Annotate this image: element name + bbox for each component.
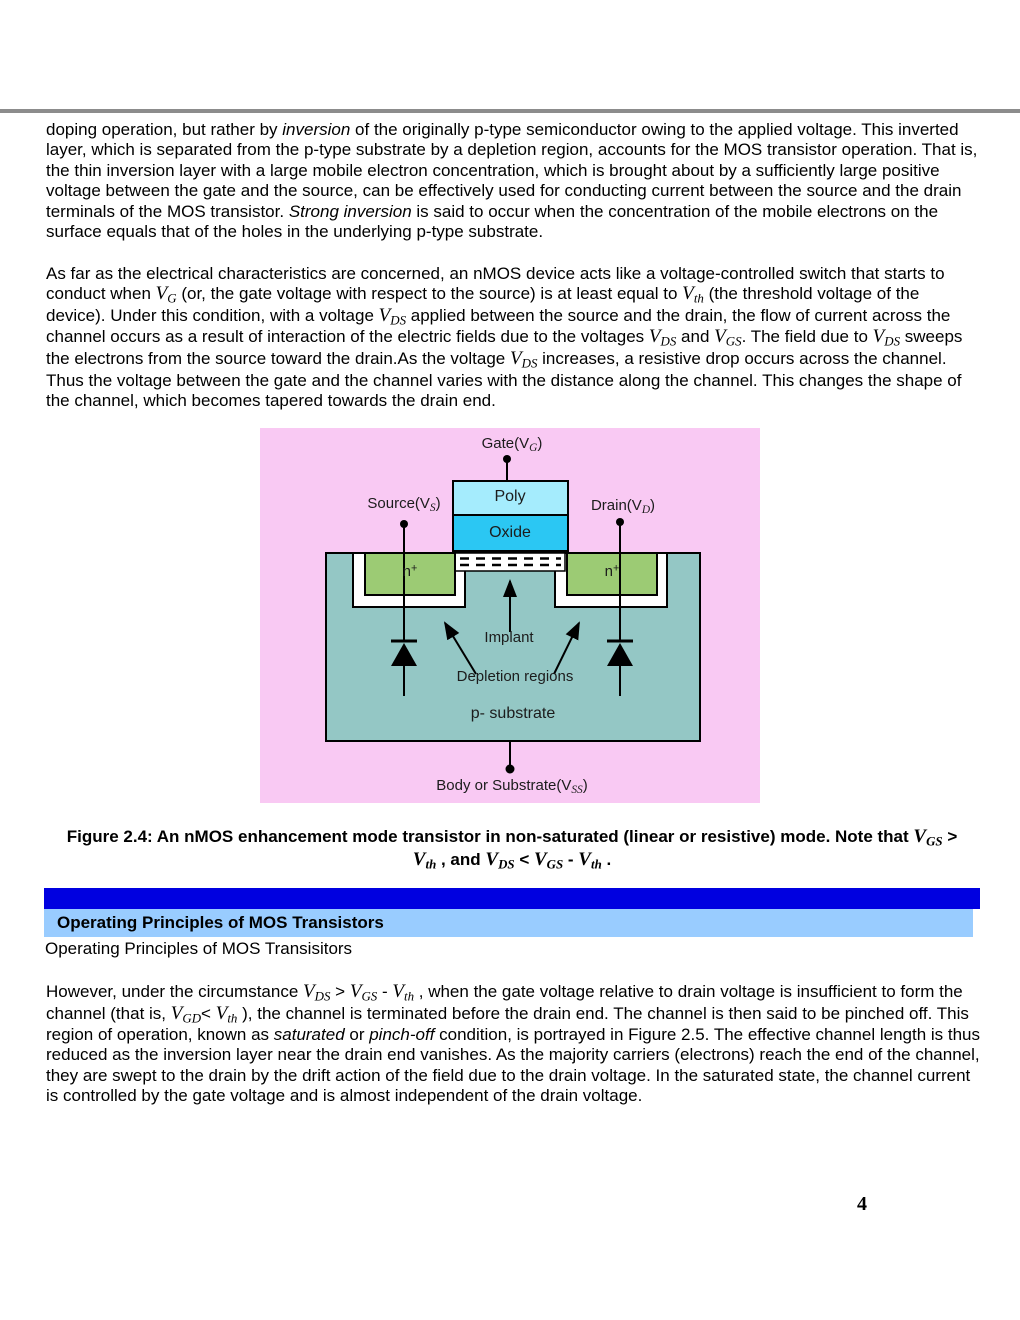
section-header-title: Operating Principles of MOS Transistors (57, 913, 384, 932)
poly-layer (452, 480, 569, 516)
channel-implant-strip (454, 552, 566, 572)
junction-diode-right (607, 639, 633, 696)
horizontal-rule (0, 109, 1020, 113)
nmos-transistor-figure: Gate(VG) Source(VS) Drain(VD) Poly Oxide… (260, 428, 760, 803)
nmos-cross-section-drawing (325, 455, 701, 774)
drain-terminal-label: Drain(VD) (590, 497, 656, 517)
oxide-label: Oxide (489, 524, 531, 541)
depletion-arrow-right (553, 621, 580, 675)
page-number: 4 (857, 1193, 867, 1215)
depletion-regions-label: Depletion regions (456, 668, 574, 685)
depletion-arrow-left (443, 621, 477, 675)
implant-label: Implant (484, 629, 534, 646)
paragraph-electrical-characteristics: As far as the electrical characteristics… (46, 264, 963, 410)
body-substrate-label: Body or Substrate(VSS) (436, 777, 588, 797)
figure-caption-line1: Figure 2.4: An nMOS enhancement mode tra… (66, 826, 958, 849)
figure-caption: Figure 2.4: An nMOS enhancement mode tra… (46, 826, 978, 871)
paragraph-pinch-off: However, under the circumstance VDS > VG… (46, 981, 981, 1106)
paragraph-inversion: doping operation, but rather by inversio… (46, 120, 978, 242)
section-subheader: Operating Principles of MOS Transisitors (45, 939, 353, 958)
oxide-layer (452, 514, 569, 552)
poly-label: Poly (494, 488, 526, 505)
section-header-bar-dark (44, 888, 980, 909)
nplus-region-left (364, 552, 456, 596)
section-header-bar-light: Operating Principles of MOS Transistors (44, 909, 973, 937)
nplus-region-right (566, 552, 658, 596)
junction-diode-left (391, 639, 417, 696)
nplus-label-left: n+ (402, 562, 418, 580)
gate-terminal-label: Gate(VG) (481, 435, 543, 455)
body-terminal-dot (505, 764, 515, 774)
nplus-label-right: n+ (604, 562, 620, 580)
source-terminal-label: Source(VS) (367, 495, 441, 515)
figure-caption-line2: Vth , and VDS < VGS - Vth . (412, 848, 612, 872)
p-substrate-label: p- substrate (470, 705, 556, 722)
